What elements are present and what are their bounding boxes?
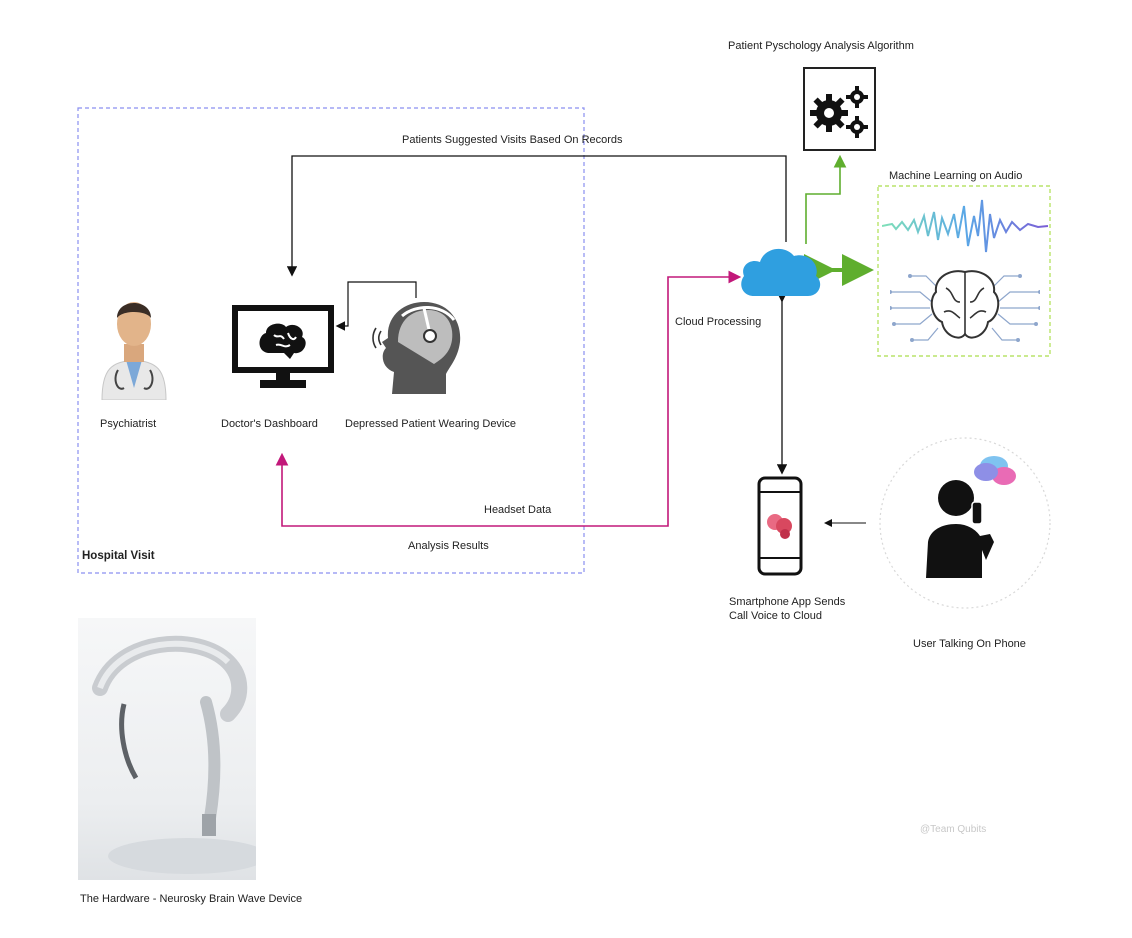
hospital-visit-border — [77, 107, 585, 574]
watermark: @Team Qubits — [920, 824, 987, 835]
headset-data-arrow — [281, 270, 742, 527]
suggested-visits-label: Patients Suggested Visits Based On Recor… — [402, 134, 623, 146]
hospital-visit-label: Hospital Visit — [82, 550, 155, 562]
headset-to-dashboard-arrow — [335, 281, 417, 331]
headset-data-label: Headset Data — [484, 504, 552, 516]
algorithm-box — [803, 67, 876, 151]
analysis-results-label: Analysis Results — [408, 540, 489, 552]
user-phone-circle — [879, 437, 1051, 609]
ml-audio-label: Machine Learning on Audio — [889, 170, 1023, 182]
patient-label: Depressed Patient Wearing Device — [345, 418, 516, 430]
algorithm-label: Patient Pyschology Analysis Algorithm — [728, 40, 914, 52]
ml-audio-border — [877, 185, 1051, 357]
person-phone-icon — [926, 456, 1016, 578]
smartphone-icon — [757, 476, 803, 576]
waveform-icon — [882, 199, 1048, 253]
smartphone-label-line1: Smartphone App Sends — [729, 596, 846, 608]
headset-photo — [78, 618, 268, 880]
cloud-icon — [741, 248, 821, 296]
gears-icon — [810, 86, 868, 138]
user-phone-label: User Talking On Phone — [913, 638, 1026, 650]
doctor-icon — [101, 302, 167, 400]
monitor-brain-icon — [232, 305, 334, 388]
cloud-processing-label: Cloud Processing — [675, 316, 762, 328]
suggested-visits-arrow — [286, 155, 787, 277]
dashboard-label: Doctor's Dashboard — [221, 418, 318, 430]
head-headset-icon — [372, 302, 461, 394]
hardware-label: The Hardware - Neurosky Brain Wave Devic… — [80, 893, 303, 905]
circuit-brain-icon — [890, 270, 1040, 342]
psychiatrist-label: Psychiatrist — [100, 418, 157, 430]
cloud-to-algorithm-arrow — [805, 154, 847, 244]
smartphone-label-line2: Call Voice to Cloud — [729, 610, 822, 622]
